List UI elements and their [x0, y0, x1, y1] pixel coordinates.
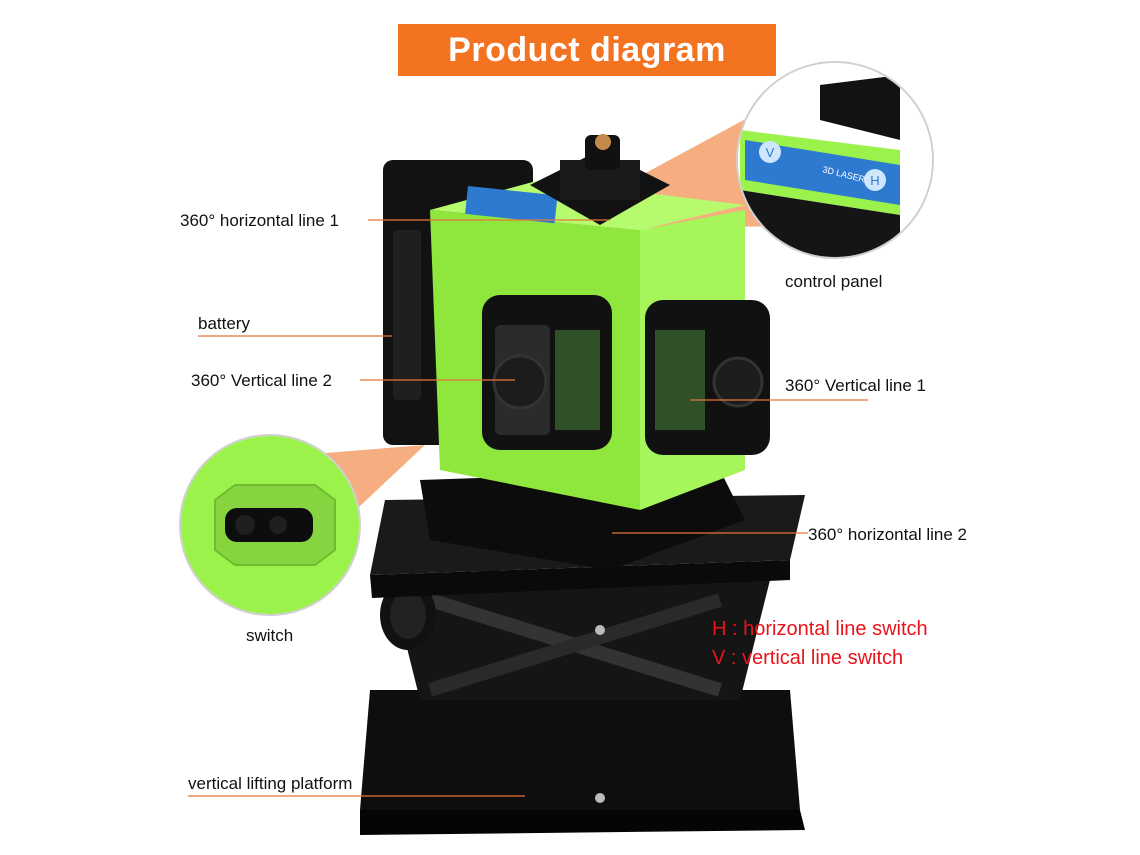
vertical-line-1-window	[645, 300, 770, 455]
label-vertical-line-1: 360° Vertical line 1	[785, 376, 926, 395]
v-button-icon	[759, 141, 781, 163]
label-vertical-line-2: 360° Vertical line 2	[191, 371, 332, 390]
label-switch: switch	[246, 626, 294, 645]
title-banner: Product diagram	[398, 24, 776, 76]
h-button-icon	[864, 169, 886, 191]
control-panel-zoom: V H 3D LASER	[736, 61, 934, 259]
label-control-panel: control panel	[785, 272, 883, 291]
label-horizontal-line-2: 360° horizontal line 2	[808, 525, 967, 544]
v-button-label: V	[766, 145, 775, 160]
lifting-platform	[360, 566, 805, 835]
h-button-label: H	[870, 173, 879, 188]
label-horizontal-line-1: 360° horizontal line 1	[180, 211, 339, 230]
switch-zoom	[179, 434, 361, 616]
vertical-line-2-window	[482, 295, 612, 450]
top-laser-head	[530, 134, 670, 225]
label-battery: battery	[198, 314, 250, 333]
note-v-switch: V : vertical line switch	[712, 647, 904, 669]
label-lifting-platform: vertical lifting platform	[188, 774, 353, 793]
note-h-switch: H : horizontal line switch	[712, 618, 928, 640]
page-title: Product diagram	[448, 30, 726, 69]
